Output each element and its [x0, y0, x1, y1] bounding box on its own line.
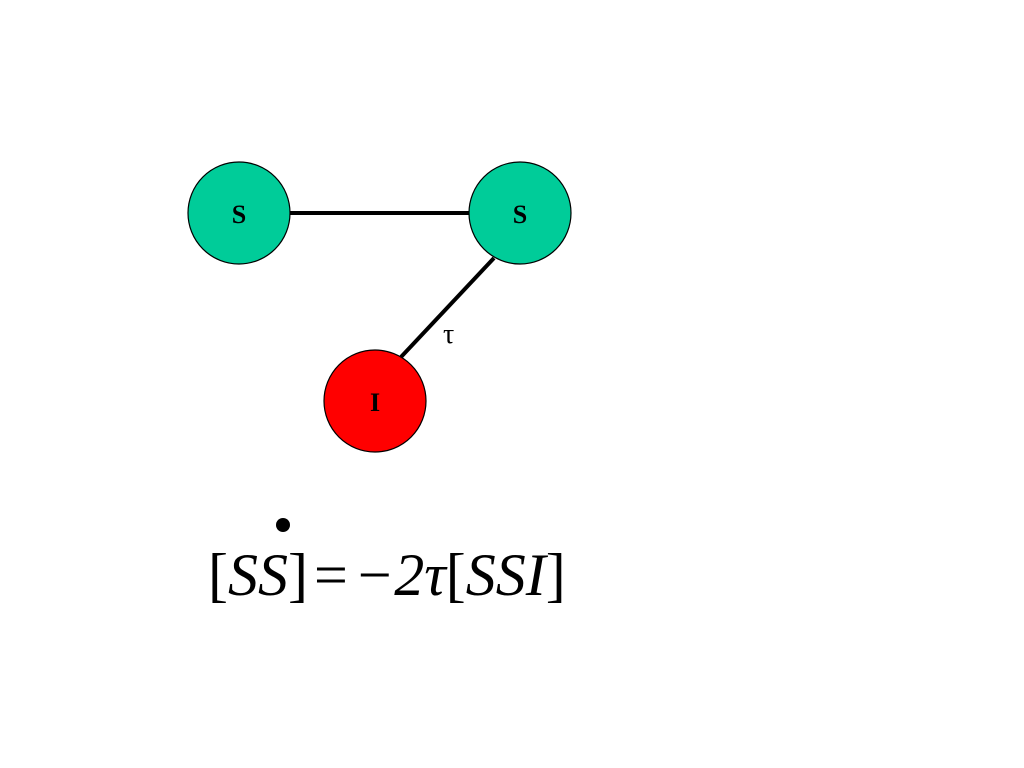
- equation-coefficient: −2τ: [353, 542, 446, 608]
- equation-close-bracket-left: ]: [287, 542, 308, 608]
- node-s1-label: S: [232, 200, 246, 229]
- equation-close-bracket-right: ]: [545, 542, 566, 608]
- equation-equals: =: [313, 542, 348, 608]
- time-derivative-dot-icon: [275, 518, 290, 532]
- node-s1: S: [187, 161, 291, 265]
- node-i1-circle: [323, 349, 427, 453]
- node-s2-circle: [468, 161, 572, 265]
- equation-open-bracket-right: [: [445, 542, 466, 608]
- node-s2: S: [468, 161, 572, 265]
- equation-lhs: SS: [227, 518, 290, 610]
- node-i1-label: I: [370, 388, 380, 417]
- equation-open-bracket-left: [: [208, 542, 228, 608]
- node-s1-circle: [187, 161, 291, 265]
- node-s2-label: S: [513, 200, 527, 229]
- equation-rhs: SSI: [465, 542, 546, 608]
- equation-lhs-text: SS: [227, 542, 288, 608]
- pair-equation: [SS]=−2τ[SSI]: [208, 518, 566, 610]
- edge-label-tau: τ: [443, 319, 454, 350]
- node-i1: I: [323, 349, 427, 453]
- edge-s2-i1: [399, 256, 496, 359]
